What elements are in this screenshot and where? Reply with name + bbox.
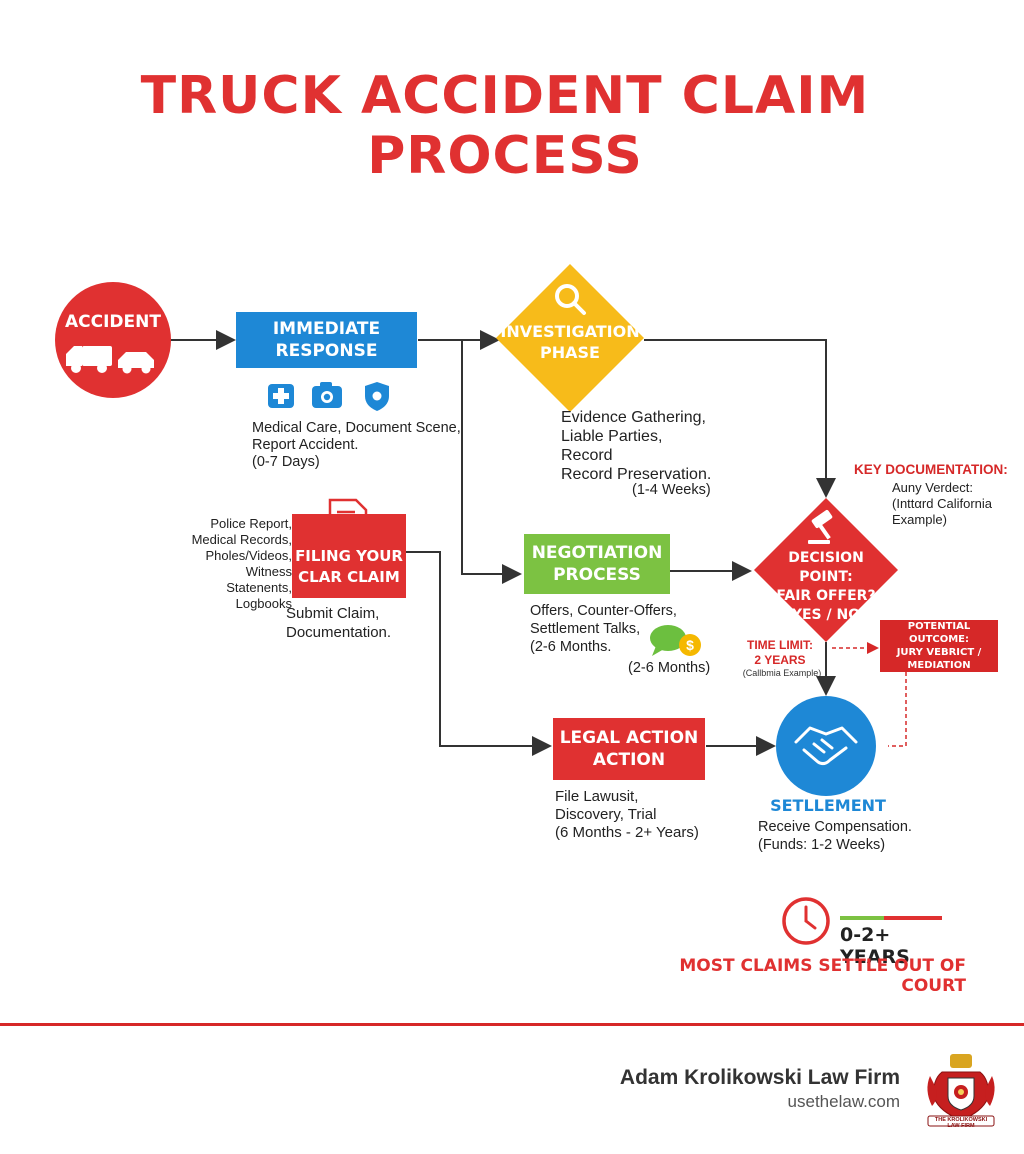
crest-logo-text: THE KROLIKOWSKI LAW FIRM xyxy=(934,1117,988,1129)
arrow-immediate-negotiation xyxy=(461,340,522,584)
investigation-details: Evidence Gathering, Liable Parties, Reco… xyxy=(561,409,712,483)
immediate-response-details: Medical Care, Document Scene, Report Acc… xyxy=(252,420,461,470)
handshake-icon xyxy=(794,726,858,766)
timeline-bar-red xyxy=(884,916,942,920)
timeline-note: MOST CLAIMS SETTLE OUT OF COURT xyxy=(679,956,966,996)
legal-action-details: File Lawusit, Discovery, Trial (6 Months… xyxy=(555,788,699,841)
filing-document-list: Police Report, Medical Records, Pholes/V… xyxy=(191,516,292,611)
time-limit-label: TIME LIMIT: 2 YEARS xyxy=(747,638,813,667)
key-documentation-body: Auny Verdect: (Ιnttαrd California Exampl… xyxy=(892,480,992,527)
medical-cross-icon xyxy=(268,384,294,408)
settlement-node-circle xyxy=(776,696,876,796)
accident-label: ACCIDENT xyxy=(65,312,161,332)
chat-dollar-icon: $ xyxy=(650,625,701,656)
police-badge-icon xyxy=(365,382,389,411)
magnifier-icon xyxy=(555,284,586,315)
negotiation-time: (2-6 Months) xyxy=(628,660,711,676)
timeline-bar-green xyxy=(840,916,884,920)
arrow-outcome-settlement xyxy=(888,672,907,747)
footer-firm-name: Adam Krolikowski Law Firm xyxy=(619,1066,900,1089)
decision-label: DECISION POINT: FAIR OFFER? YES / NO xyxy=(776,550,876,623)
immediate-response-box: IMMEDIATE RESPONSE xyxy=(236,312,417,368)
gavel-icon xyxy=(808,509,833,544)
clock-icon xyxy=(782,897,830,945)
negotiation-box: NEGOTIATION PROCESS xyxy=(524,534,670,594)
investigation-label: INVESTIGATION PHASE xyxy=(500,322,640,362)
potential-outcome-box: POTENTIAL OUTCOME: JURY VEBRICT / MEDIAT… xyxy=(880,620,998,672)
settlement-details: Receive Compensation. (Funds: 1-2 Weeks) xyxy=(758,819,912,853)
filing-claim-box: FILING YOUR CLAR CLAIM xyxy=(292,514,406,598)
investigation-time: (1-4 Weeks) xyxy=(632,482,711,498)
legal-action-box: LEGAL ACTION ACTION xyxy=(553,718,705,780)
arrow-filing-legal xyxy=(406,551,552,756)
camera-icon xyxy=(312,382,342,408)
arrow-investigation-decision xyxy=(644,339,836,498)
footer-url[interactable]: usethelaw.com xyxy=(787,1092,900,1111)
page-title: TRUCK ACCIDENT CLAIM PROCESS xyxy=(140,66,870,186)
truck-car-icon xyxy=(66,346,154,374)
investigation-diamond xyxy=(496,264,644,412)
time-limit-note: (Callbmia Example) xyxy=(742,668,822,678)
firm-crest-logo: THE KROLIKOWSKI LAW FIRM xyxy=(922,1050,1000,1134)
settlement-label: SETLLEMENT xyxy=(770,796,886,815)
timeline-range: 0-2+ YEARS xyxy=(840,924,910,968)
accident-node-circle xyxy=(55,282,171,398)
filing-details: Submit Claim, Documentation. xyxy=(286,605,392,641)
footer-divider xyxy=(0,1023,1024,1026)
negotiation-details: Offers, Counter-Offers, Settlement Talks… xyxy=(530,603,677,655)
svg-text:$: $ xyxy=(686,637,694,653)
key-documentation-title: KEY DOCUMENTATION: xyxy=(854,462,1008,477)
decision-diamond xyxy=(754,498,898,642)
